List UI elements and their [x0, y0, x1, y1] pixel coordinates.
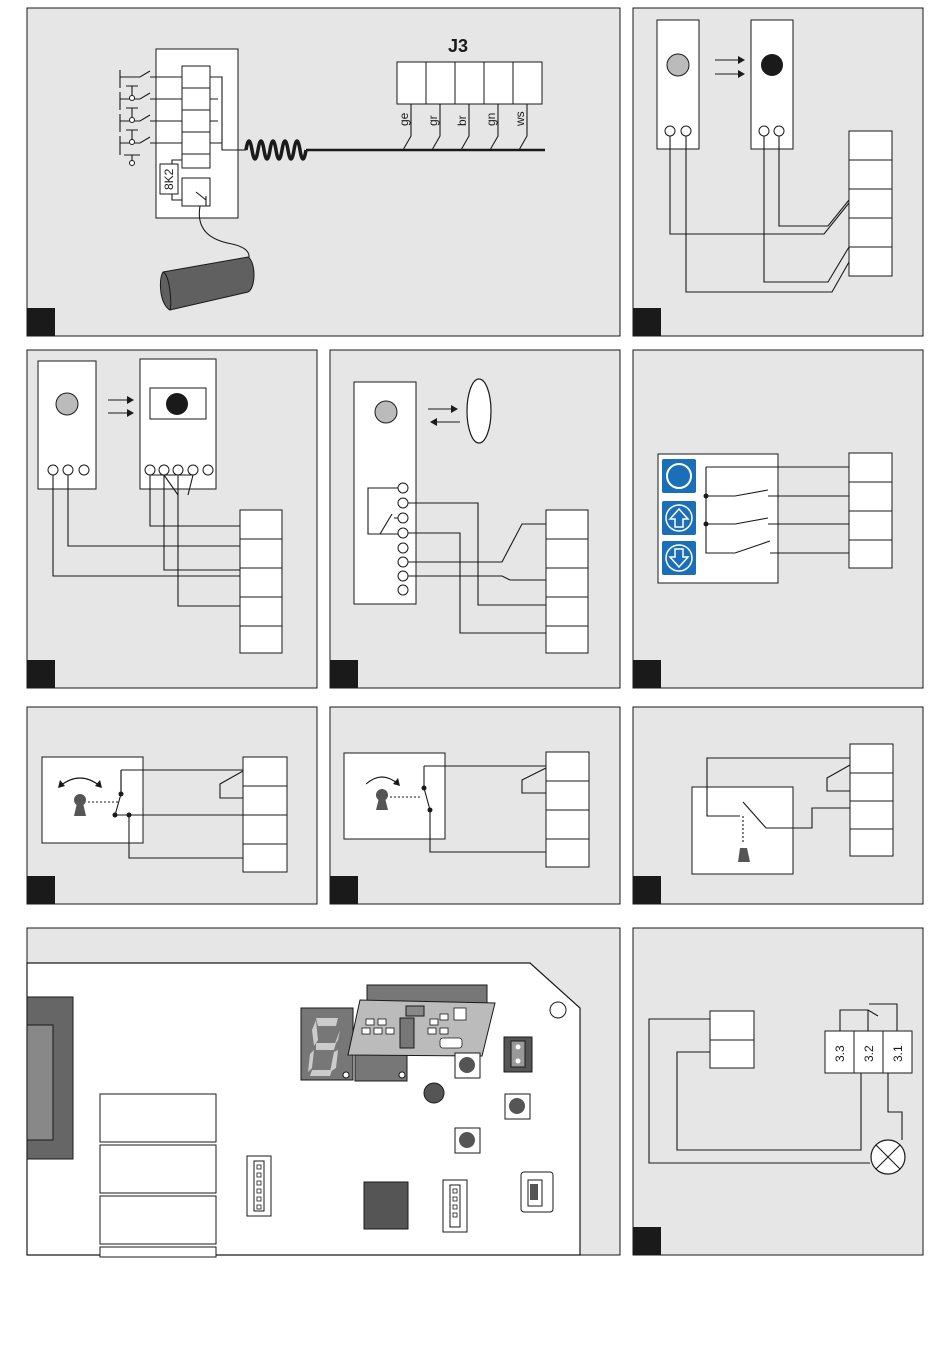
relays [100, 1094, 216, 1257]
panel-2 [633, 8, 923, 336]
wire-label-ws: ws [513, 111, 527, 127]
terminal-label-3-1: 3.1 [891, 1045, 905, 1062]
plug-in-module [348, 985, 495, 1056]
panel-4 [330, 350, 620, 688]
push-button-icon[interactable] [455, 1053, 480, 1078]
terminal-label-3-3: 3.3 [833, 1045, 847, 1062]
wire-label-ge: ge [397, 112, 411, 126]
panel-8 [633, 707, 923, 904]
connector-left [247, 1156, 271, 1216]
lamp-icon [871, 1140, 905, 1174]
transformer [27, 997, 73, 1159]
led [424, 1083, 444, 1103]
connector-right [521, 1172, 553, 1212]
panel-6 [27, 707, 317, 904]
panel-1: 8K2 J3 ge gr br gn ws [27, 8, 620, 336]
panel-9 [27, 928, 620, 1257]
wire-label-br: br [455, 115, 469, 126]
terminal-strip [240, 510, 282, 653]
terminal-strip [849, 453, 892, 568]
terminal-strip [849, 131, 892, 276]
processor-chip [364, 1182, 408, 1229]
arrow-down-icon[interactable] [662, 541, 696, 575]
terminal-strip [546, 752, 589, 867]
terminal-label-3-2: 3.2 [862, 1045, 876, 1062]
connector-middle [443, 1180, 467, 1232]
photocell-receiver [751, 20, 793, 149]
push-button-icon[interactable] [455, 1128, 480, 1153]
arrow-up-icon[interactable] [662, 501, 696, 535]
panel-3 [27, 350, 317, 688]
photocell-transmitter [657, 20, 699, 149]
stop-icon[interactable] [662, 459, 696, 493]
terminal-block [182, 66, 210, 206]
wire-label-gn: gn [484, 113, 498, 126]
panel-5 [633, 350, 923, 688]
push-button-icon[interactable] [505, 1094, 530, 1119]
wire-label-gr: gr [426, 115, 440, 126]
resistor-label: 8K2 [162, 168, 176, 190]
terminal-strip [546, 510, 588, 653]
terminal-strip [243, 757, 287, 872]
terminal-strip [850, 744, 893, 856]
panel-10: 3.3 3.2 3.1 [633, 928, 923, 1255]
connector-title: J3 [448, 36, 468, 56]
panel-7 [330, 707, 620, 904]
